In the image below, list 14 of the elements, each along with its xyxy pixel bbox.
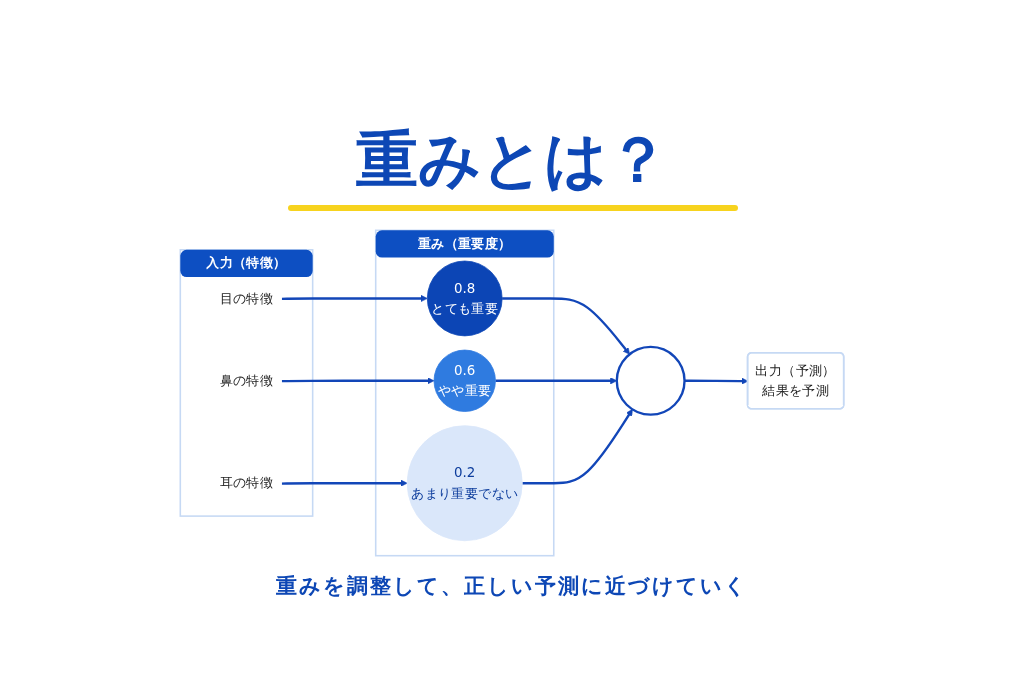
node-text: 目の特徴 bbox=[219, 289, 274, 306]
node-text: 耳の特徴 bbox=[219, 474, 274, 491]
arrow bbox=[522, 409, 633, 485]
node-circle: 0.8 とても重要 bbox=[426, 260, 503, 337]
node-circle bbox=[615, 345, 686, 416]
arrow bbox=[281, 377, 435, 385]
title: 重みとは？ bbox=[355, 125, 669, 195]
arrow bbox=[502, 297, 630, 355]
arrow bbox=[281, 295, 428, 302]
node-circle: 0.6 やや重要 bbox=[433, 349, 496, 412]
caption: 重みを調整して、正しい予測に近づけていく bbox=[276, 573, 748, 600]
node-circle: 0.2 あまり重要でない bbox=[406, 425, 523, 542]
node-text: 鼻の特徴 bbox=[219, 372, 274, 389]
arrow bbox=[281, 479, 408, 487]
